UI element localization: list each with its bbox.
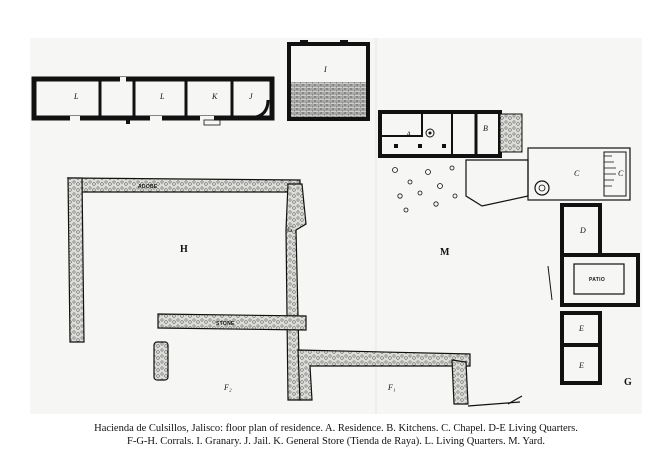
figure-caption: Hacienda de Culsillos, Jalisco: floor pl… [40,422,632,448]
building-residence-kitchen [378,110,523,158]
label-e-second: E [578,361,584,370]
building-living-store-jail [31,76,275,126]
corral-line-bottom-right [507,395,523,405]
label-adobe: ADOBE [138,184,158,190]
label-j: J [249,92,253,101]
label-b: B [483,124,488,133]
label-g: G [624,377,632,388]
label-c-altar: C [618,169,624,178]
label-h: H [180,244,188,255]
label-d: D [579,226,586,235]
building-chapel [465,147,631,207]
label-m: M [440,247,450,258]
label-i: I [323,65,327,74]
label-f2: F₂ [223,383,232,392]
label-k: K [211,92,218,101]
label-patio: PATIO [589,277,605,283]
label-g-corral: G [287,225,293,234]
label-l-second: L [159,92,165,101]
caption-line-1: Hacienda de Culsillos, Jalisco: floor pl… [94,423,578,434]
corral-walls [66,177,471,405]
garden-trees [392,165,458,213]
building-living-quarters-de [547,203,640,385]
building-granary [287,40,370,121]
label-c-nave: C [574,169,580,178]
label-f1: F₁ [387,383,396,392]
label-stone: STONE [216,321,235,327]
label-l-first: L [73,92,79,101]
caption-line-2: F-G-H. Corrals. I. Granary. J. Jail. K. … [127,436,545,447]
label-a: A [405,130,411,139]
label-e-first: E [578,324,584,333]
